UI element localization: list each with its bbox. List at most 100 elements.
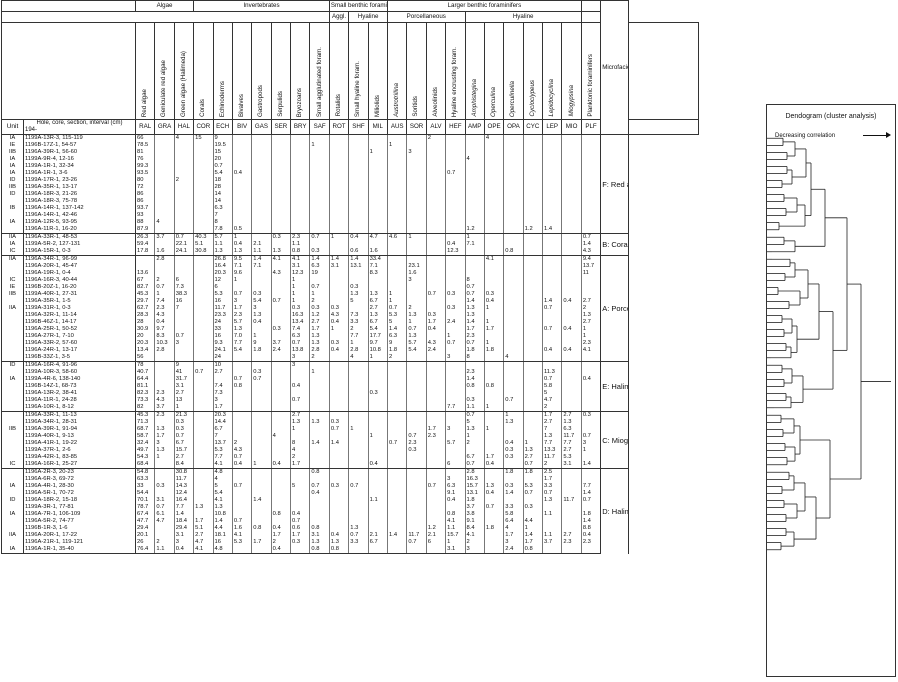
value-cell [561,511,582,518]
value-cell: 1.7 [464,326,485,333]
value-cell [580,205,602,212]
value-cell: 0.7 [154,504,175,511]
value-cell [483,284,504,291]
taxon-name-text: Soritids [412,96,420,117]
value-cell: 8.4 [173,461,194,469]
value-cell [561,248,582,256]
sample-cell: 1196A-20R-1, 17-22 [23,532,136,539]
value-cell [309,163,330,170]
value-cell: 0.7 [580,233,602,241]
value-cell [464,170,485,177]
value-cell: 13.3 [542,447,562,454]
value-cell [270,305,291,312]
value-cell [561,184,582,191]
value-cell: 0.7 [406,326,427,333]
value-cell: 4 [154,219,175,226]
value-cell [406,205,427,212]
value-cell [290,177,310,184]
value-cell [367,511,388,518]
sample-cell: 1199A-5R-2, 127-131 [23,241,136,248]
value-cell: 67 [134,277,155,284]
value-cell: 78.7 [134,504,155,511]
value-cell [445,284,466,291]
value-cell [561,305,582,312]
value-cell [270,177,291,184]
value-cell [503,198,524,205]
value-cell [387,376,407,383]
value-cell: 0.3 [251,369,272,376]
value-cell [387,277,407,284]
unit-cell: IB [1,205,24,212]
value-cell [561,483,582,490]
value-cell: 6.7 [367,319,388,326]
value-cell [290,546,310,554]
value-cell [348,383,369,390]
value-cell [251,205,272,212]
value-cell [503,347,524,354]
value-cell: 5 [542,390,562,397]
value-cell: 2 [154,277,175,284]
value-cell [406,511,427,518]
value-cell [445,361,466,369]
value-cell [251,270,272,277]
value-cell: 1.3 [367,291,388,298]
value-cell: 7 [212,433,233,440]
value-cell [406,226,427,234]
value-cell [154,241,175,248]
taxon-name-text: Austrotrillina [393,82,401,117]
value-cell [270,411,291,419]
value-cell [503,184,524,191]
value-cell: 4 [212,476,233,483]
value-cell [387,205,407,212]
value-cell: 2.3 [561,539,582,546]
value-cell [387,497,407,504]
value-cell [251,532,272,539]
value-cell: 3 [445,354,466,362]
value-cell: 2 [464,440,485,447]
value-cell [542,284,562,291]
value-cell: 24.1 [173,248,194,256]
value-cell [522,149,543,156]
value-cell [290,433,310,440]
value-cell [522,212,543,219]
value-cell [425,390,446,397]
value-cell [580,177,602,184]
sample-cell: 1196B-46Z-1, 14-17 [23,319,136,326]
value-cell [193,305,214,312]
value-cell: 20 [134,333,155,340]
value-cell [193,419,214,426]
value-cell: 0.7 [542,326,562,333]
sample-cell: 1196A-1R-1, 3-6 [23,170,136,177]
value-cell [328,277,349,284]
value-cell [328,376,349,383]
value-cell [367,525,388,532]
value-cell: 0.3 [406,447,427,454]
value-cell [193,404,214,412]
value-cell: 6.3 [387,333,407,340]
value-cell [328,525,349,532]
value-cell: 7.1 [367,263,388,270]
value-cell [425,191,446,198]
value-cell [425,354,446,362]
taxon-name-cor: Corals [193,22,214,120]
value-cell: 13.4 [290,319,310,326]
value-cell [328,177,349,184]
value-cell [193,255,214,263]
value-cell [503,340,524,347]
value-cell: 4.7 [154,518,175,525]
taxon-name-ral: Red algae [134,22,156,120]
value-cell [580,226,602,234]
unit-cell: ID [1,361,24,369]
value-cell: 1.3 [522,447,543,454]
value-cell: 18 [212,177,233,184]
value-cell [251,142,272,149]
value-cell: 0.4 [328,347,349,354]
value-cell [367,226,388,234]
value-cell [270,454,291,461]
value-cell: 2 [348,326,369,333]
sample-cell: 1196A-10R-1, 8-12 [23,404,136,412]
value-cell [522,347,543,354]
value-cell [425,546,446,554]
value-cell: 0.4 [503,440,524,447]
value-cell: 2 [387,354,407,362]
